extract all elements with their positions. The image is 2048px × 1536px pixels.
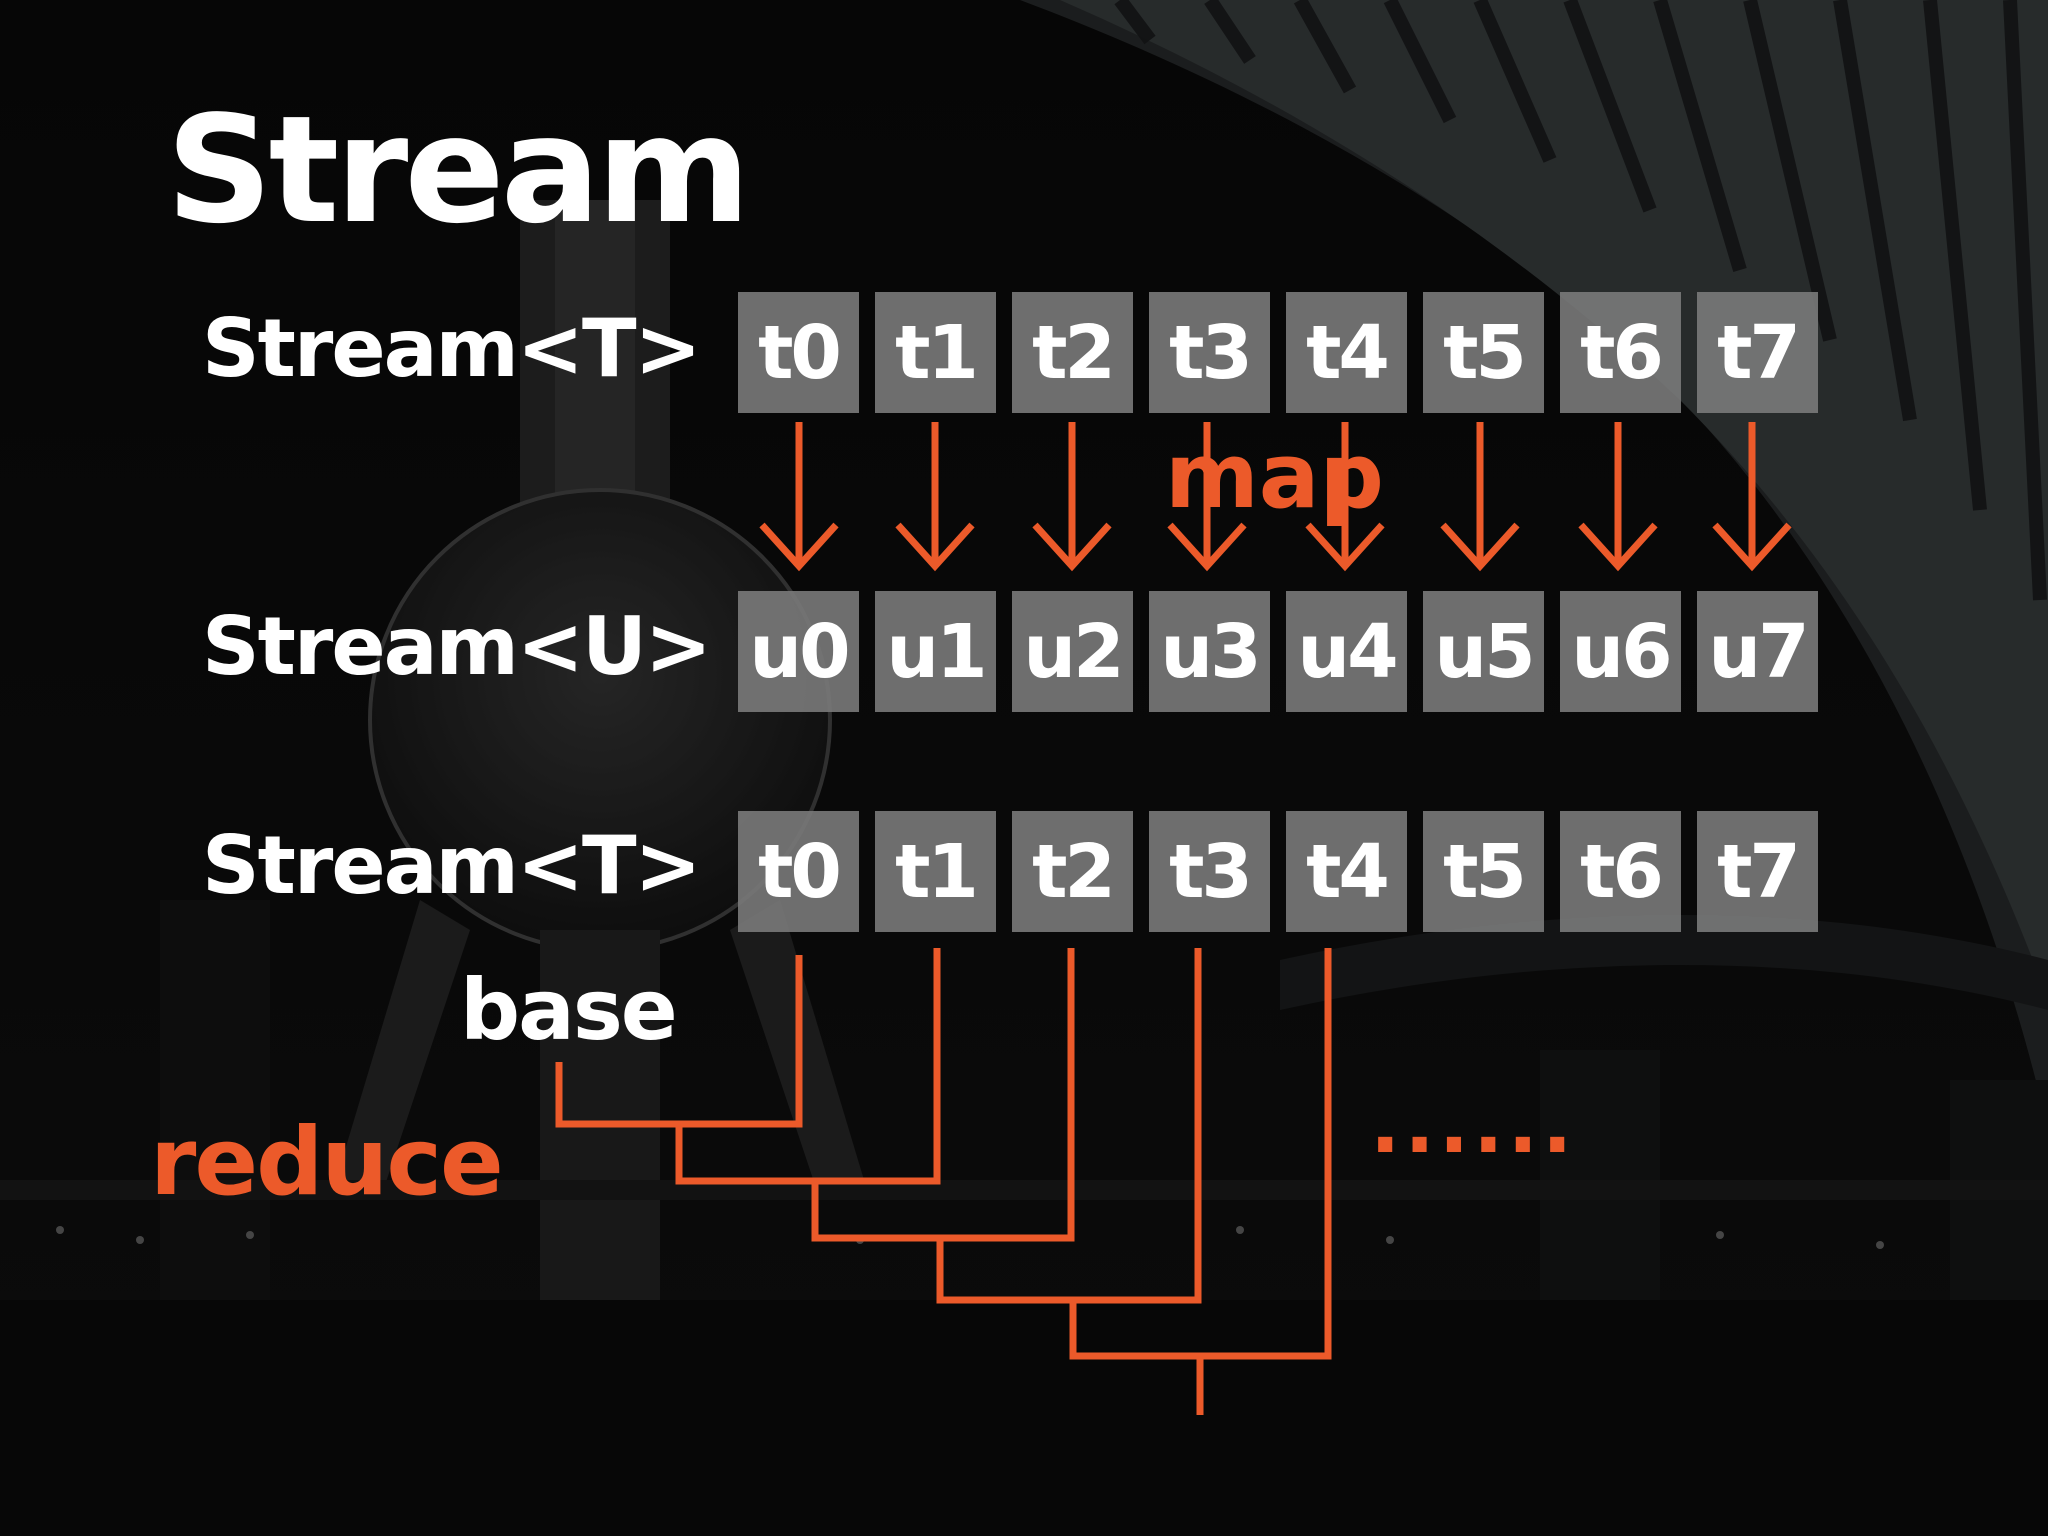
cell-t7: t7 bbox=[1697, 811, 1818, 932]
cell-u0: u0 bbox=[738, 591, 859, 712]
cell-u3: u3 bbox=[1149, 591, 1270, 712]
row-label-reduce-source: Stream<T> bbox=[202, 819, 702, 912]
arrow-down-icon bbox=[1032, 422, 1112, 572]
arrow-down-icon bbox=[1440, 422, 1520, 572]
cell-t7: t7 bbox=[1697, 292, 1818, 413]
cell-t4: t4 bbox=[1286, 811, 1407, 932]
cell-t1: t1 bbox=[875, 292, 996, 413]
cell-t5: t5 bbox=[1423, 292, 1544, 413]
cell-t6: t6 bbox=[1560, 811, 1681, 932]
cell-t1: t1 bbox=[875, 811, 996, 932]
cell-u6: u6 bbox=[1560, 591, 1681, 712]
cell-t0: t0 bbox=[738, 811, 859, 932]
cell-t4: t4 bbox=[1286, 292, 1407, 413]
base-label: base bbox=[460, 961, 678, 1059]
cell-u4: u4 bbox=[1286, 591, 1407, 712]
reduce-label: reduce bbox=[150, 1108, 504, 1217]
cell-u7: u7 bbox=[1697, 591, 1818, 712]
arrow-down-icon bbox=[759, 422, 839, 572]
cell-u1: u1 bbox=[875, 591, 996, 712]
slide-title: Stream bbox=[166, 84, 751, 256]
row-label-mapped: Stream<U> bbox=[202, 600, 712, 693]
cell-t2: t2 bbox=[1012, 292, 1133, 413]
arrow-down-icon bbox=[895, 422, 975, 572]
arrow-down-icon bbox=[1305, 422, 1385, 572]
cell-t5: t5 bbox=[1423, 811, 1544, 932]
cell-t2: t2 bbox=[1012, 811, 1133, 932]
cell-t0: t0 bbox=[738, 292, 859, 413]
cell-u5: u5 bbox=[1423, 591, 1544, 712]
arrow-down-icon bbox=[1167, 422, 1247, 572]
cell-t3: t3 bbox=[1149, 811, 1270, 932]
continuation-ellipsis: ...... bbox=[1370, 1078, 1577, 1171]
arrow-down-icon bbox=[1712, 422, 1792, 572]
arrow-down-icon bbox=[1578, 422, 1658, 572]
cell-t6: t6 bbox=[1560, 292, 1681, 413]
row-label-source: Stream<T> bbox=[202, 302, 702, 395]
cell-t3: t3 bbox=[1149, 292, 1270, 413]
cell-u2: u2 bbox=[1012, 591, 1133, 712]
map-label: map bbox=[1165, 424, 1384, 529]
